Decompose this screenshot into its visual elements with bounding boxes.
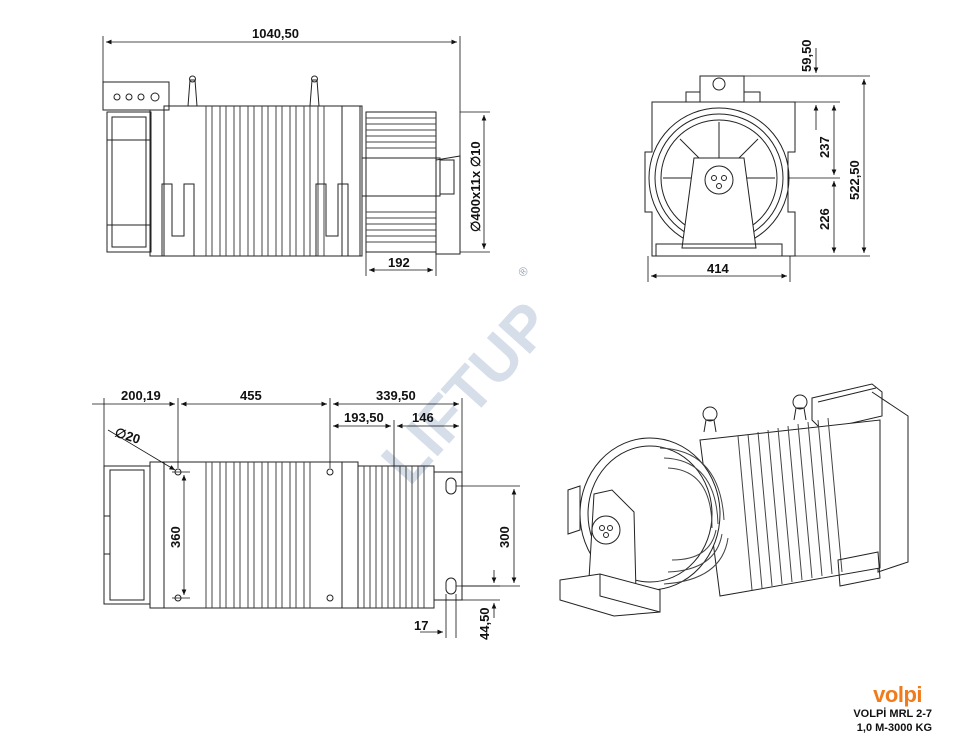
model-line: VOLPİ MRL 2-7 bbox=[853, 708, 932, 720]
side-dimensions bbox=[647, 48, 870, 282]
dim-drum-length: 192 bbox=[388, 255, 410, 270]
capacity-line: 1,0 M-3000 KG bbox=[856, 722, 932, 734]
front-drum-grooves bbox=[366, 117, 436, 243]
dim-drum-spec: ∅400x11x ∅10 bbox=[468, 141, 483, 232]
dim-foot-offset: 44,50 bbox=[477, 607, 492, 640]
plan-view bbox=[103, 461, 463, 609]
dim-plan-height: 360 bbox=[168, 526, 183, 548]
volpi-logo: volpi bbox=[873, 682, 922, 707]
iso-drum-grooves bbox=[659, 447, 729, 585]
dim-plan-e: 146 bbox=[412, 410, 434, 425]
watermark-reg: ® bbox=[515, 264, 531, 280]
dim-plan-b: 455 bbox=[240, 388, 262, 403]
front-motor-fins bbox=[205, 106, 325, 256]
dim-overall-length: 1040,50 bbox=[252, 26, 299, 41]
plan-dimensions bbox=[92, 398, 520, 638]
plan-drum-grooves bbox=[363, 466, 425, 608]
dim-hole-dia: ∅20 bbox=[113, 425, 142, 447]
dim-plan-a: 200,19 bbox=[121, 388, 161, 403]
dim-side-width: 414 bbox=[707, 261, 729, 276]
dim-plan-d: 193,50 bbox=[344, 410, 384, 425]
isometric-view bbox=[559, 383, 909, 617]
plan-motor-fins bbox=[205, 462, 311, 608]
dim-side-top: 59,50 bbox=[799, 39, 814, 72]
dim-foot-width: 17 bbox=[414, 618, 428, 633]
front-view bbox=[102, 75, 461, 257]
dim-side-upper: 237 bbox=[817, 136, 832, 158]
dim-plan-c: 339,50 bbox=[376, 388, 416, 403]
iso-motor-fins bbox=[737, 417, 843, 591]
brand-block: volpi VOLPİ MRL 2-7 1,0 M-3000 KG bbox=[853, 683, 932, 735]
side-view bbox=[644, 75, 796, 257]
dim-foot-span: 300 bbox=[497, 526, 512, 548]
watermark: LIFTUP ® bbox=[369, 264, 565, 497]
front-dimensions bbox=[102, 36, 490, 276]
dim-side-total: 522,50 bbox=[847, 160, 862, 200]
dim-side-lower: 226 bbox=[817, 208, 832, 230]
